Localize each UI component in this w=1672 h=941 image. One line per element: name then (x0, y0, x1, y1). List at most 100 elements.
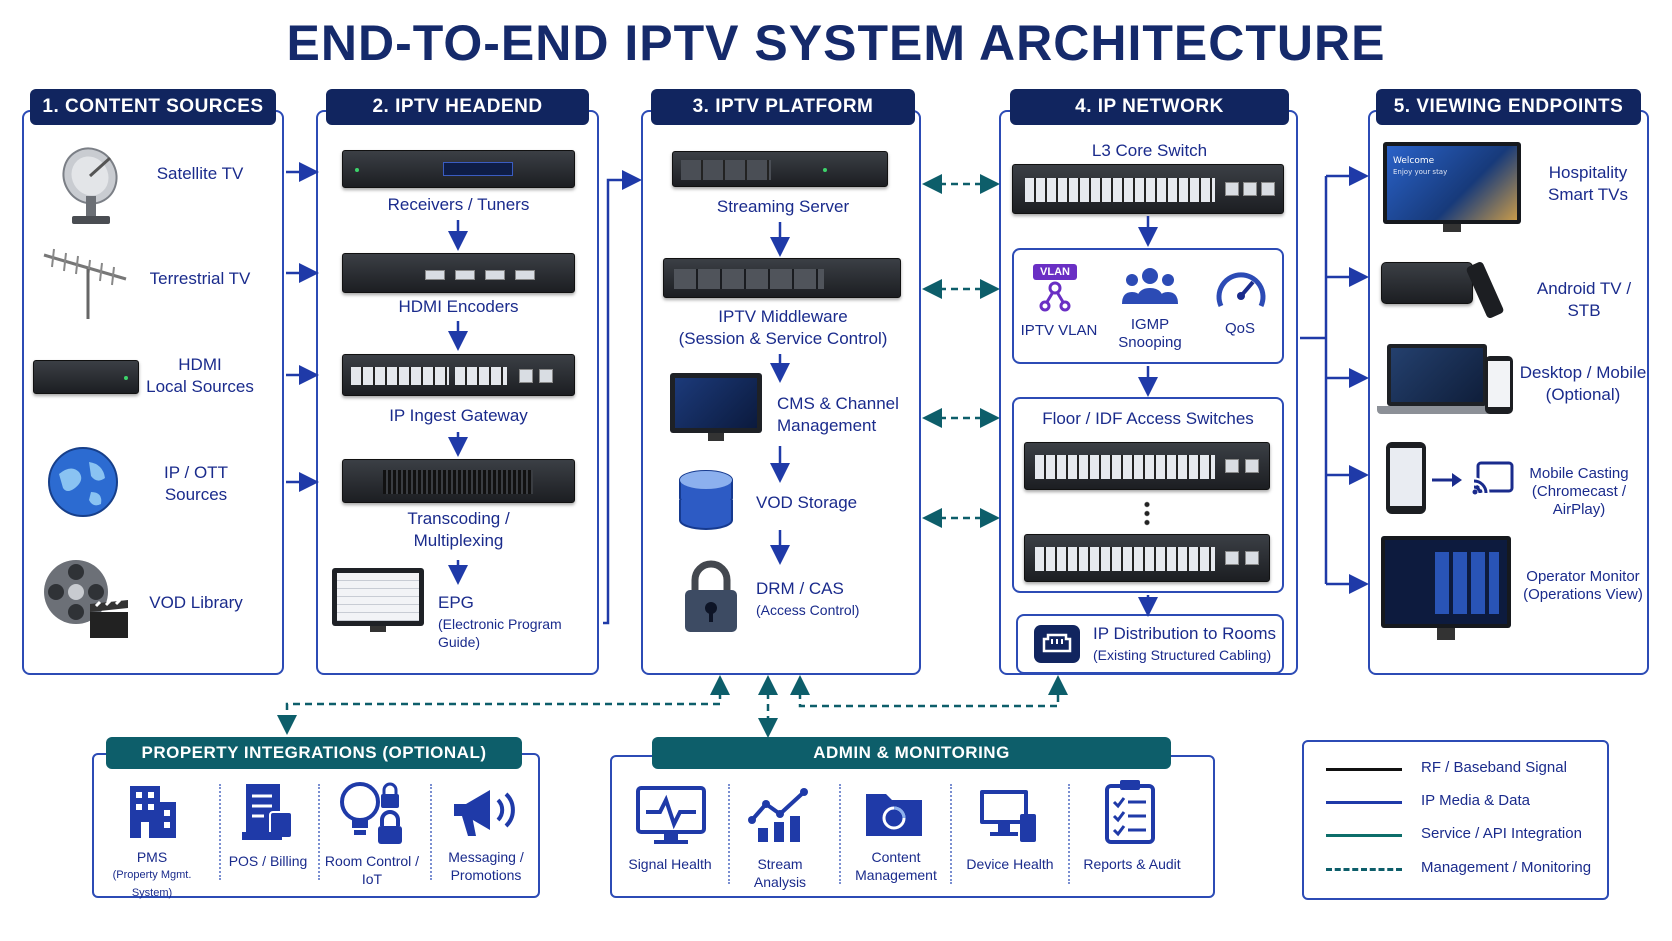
vlan-icon: VLAN (1031, 262, 1085, 312)
integration-divider (219, 784, 221, 880)
source-label-satellite: Satellite TV (156, 164, 244, 183)
megaphone-icon (454, 790, 515, 836)
legend-line-rf (1326, 768, 1402, 771)
phone-icon (1485, 356, 1513, 414)
content-sources-header: 1. CONTENT SOURCES (30, 89, 276, 125)
legend-label-ip: IP Media & Data (1421, 792, 1530, 809)
source-label-vod: VOD Library (149, 593, 243, 612)
endpoint-label-smart-tv: Hospitality Smart TVs (1548, 163, 1628, 204)
legend-line-management (1326, 868, 1402, 871)
headend-label-epg: EPG (438, 593, 474, 612)
core-switch-device (1012, 164, 1284, 214)
headend-label-receivers: Receivers / Tuners (387, 195, 530, 214)
receiver-tuner-device (342, 150, 575, 188)
admin-divider (728, 784, 730, 884)
network-label-access: Floor / IDF Access Switches (1042, 409, 1254, 428)
admin-monitoring-header: ADMIN & MONITORING (652, 737, 1171, 769)
property-integrations-header: PROPERTY INTEGRATIONS (OPTIONAL) (106, 737, 522, 769)
cast-icon (1432, 461, 1514, 495)
admin-label-device: Device Health (966, 856, 1054, 872)
analytics-icon (748, 788, 808, 842)
endpoint-label-android: Android TV / STB (1536, 279, 1632, 320)
network-label-igmp: IGMP Snooping (1118, 316, 1182, 351)
integration-divider (318, 784, 320, 880)
operator-monitor-icon (1381, 536, 1511, 644)
network-label-core: L3 Core Switch (1091, 141, 1208, 160)
endpoint-label-casting: Mobile Casting (Chromecast / AirPlay) (1529, 465, 1629, 518)
transcoder-device (342, 459, 575, 503)
tv-welcome-subtext: Enjoy your stay (1393, 168, 1448, 176)
film-reel-icon (44, 560, 128, 638)
endpoint-label-operator: Operator Monitor (Operations View) (1523, 568, 1643, 603)
users-icon (1122, 268, 1178, 304)
more-switches-dots (1144, 500, 1150, 526)
integration-label-pos: POS / Billing (228, 853, 308, 869)
legend-line-ip (1326, 801, 1402, 804)
integration-label-messaging: Messaging / Promotions (448, 849, 524, 883)
platform-label-streaming: Streaming Server (716, 197, 850, 216)
network-label-vlan: IPTV VLAN (1020, 322, 1098, 339)
vlan-badge: VLAN (1033, 264, 1077, 280)
hdmi-box-icon (33, 360, 139, 394)
laptop-icon (1377, 344, 1497, 418)
epg-monitor-icon (332, 568, 424, 634)
access-switch-2-device (1024, 534, 1270, 582)
headend-label-epg-sub: (Electronic Program Guide) (438, 616, 562, 650)
admin-label-content: Content Management (855, 849, 937, 883)
ip-network-header: 4. IP NETWORK (1010, 89, 1289, 125)
headend-label-ingest: IP Ingest Gateway (389, 406, 528, 425)
source-label-hdmi: HDMI Local Sources (146, 355, 254, 396)
legend-line-api (1326, 834, 1402, 837)
legend-label-rf: RF / Baseband Signal (1421, 759, 1567, 776)
admin-divider (839, 784, 841, 884)
lock-icon (685, 560, 737, 632)
legend-panel: RF / Baseband Signal IP Media & Data Ser… (1302, 740, 1609, 900)
admin-label-signal: Signal Health (628, 856, 712, 872)
network-label-qos: QoS (1224, 320, 1255, 337)
device-icon (980, 790, 1036, 842)
viewing-endpoints-header: 5. VIEWING ENDPOINTS (1376, 89, 1641, 125)
headend-label-encoders: HDMI Encoders (398, 297, 519, 316)
database-icon (679, 470, 733, 530)
legend-label-management: Management / Monitoring (1421, 859, 1592, 876)
casting-phone-icon (1386, 442, 1426, 514)
access-switch-1-device (1024, 442, 1270, 490)
smart-tv-icon: Welcome Enjoy your stay (1383, 142, 1521, 236)
antenna-icon (43, 248, 127, 319)
stb-box-icon (1381, 262, 1473, 304)
headend-label-transcoding: Transcoding / Multiplexing (407, 509, 510, 550)
network-label-distribution: IP Distribution to Rooms (1093, 624, 1276, 643)
admin-label-reports: Reports & Audit (1083, 856, 1181, 872)
source-label-terrestrial: Terrestrial TV (149, 269, 251, 288)
iptv-headend-header: 2. IPTV HEADEND (326, 89, 589, 125)
source-label-ip-ott: IP / OTT Sources (164, 463, 228, 504)
endpoint-label-desktop: Desktop / Mobile (Optional) (1519, 363, 1647, 404)
cms-monitor-icon (670, 373, 762, 443)
platform-label-cms: CMS & Channel Management (777, 394, 899, 435)
hdmi-encoder-device (342, 253, 575, 293)
tv-welcome-text: Welcome (1393, 156, 1435, 166)
iptv-platform-header: 3. IPTV PLATFORM (651, 89, 915, 125)
legend-label-api: Service / API Integration (1421, 825, 1582, 842)
folder-icon (866, 794, 922, 836)
gauge-icon (1216, 272, 1266, 308)
streaming-server-device (672, 151, 888, 187)
building-icon (130, 786, 176, 838)
globe-icon (48, 447, 118, 517)
page-title: END-TO-END IPTV SYSTEM ARCHITECTURE (286, 15, 1386, 71)
admin-divider (1068, 784, 1070, 884)
satellite-dish-icon (62, 147, 118, 224)
ethernet-port-icon (1034, 625, 1080, 663)
integration-label-pms: PMS (136, 849, 168, 865)
clipboard-icon (1105, 780, 1155, 844)
network-label-distribution-sub: (Existing Structured Cabling) (1093, 647, 1272, 663)
platform-label-middleware: IPTV Middleware (Session & Service Contr… (678, 307, 888, 348)
integration-label-pms-sub: (Property Mgmt. System) (112, 869, 192, 899)
platform-label-vod-storage: VOD Storage (756, 493, 858, 512)
platform-label-drm-sub: (Access Control) (756, 602, 860, 618)
integration-label-room-control: Room Control / IoT (324, 853, 420, 887)
integration-divider (430, 784, 432, 880)
pulse-monitor-icon (636, 786, 706, 844)
middleware-server-device (663, 258, 901, 298)
admin-label-stream: Stream Analysis (753, 856, 807, 890)
